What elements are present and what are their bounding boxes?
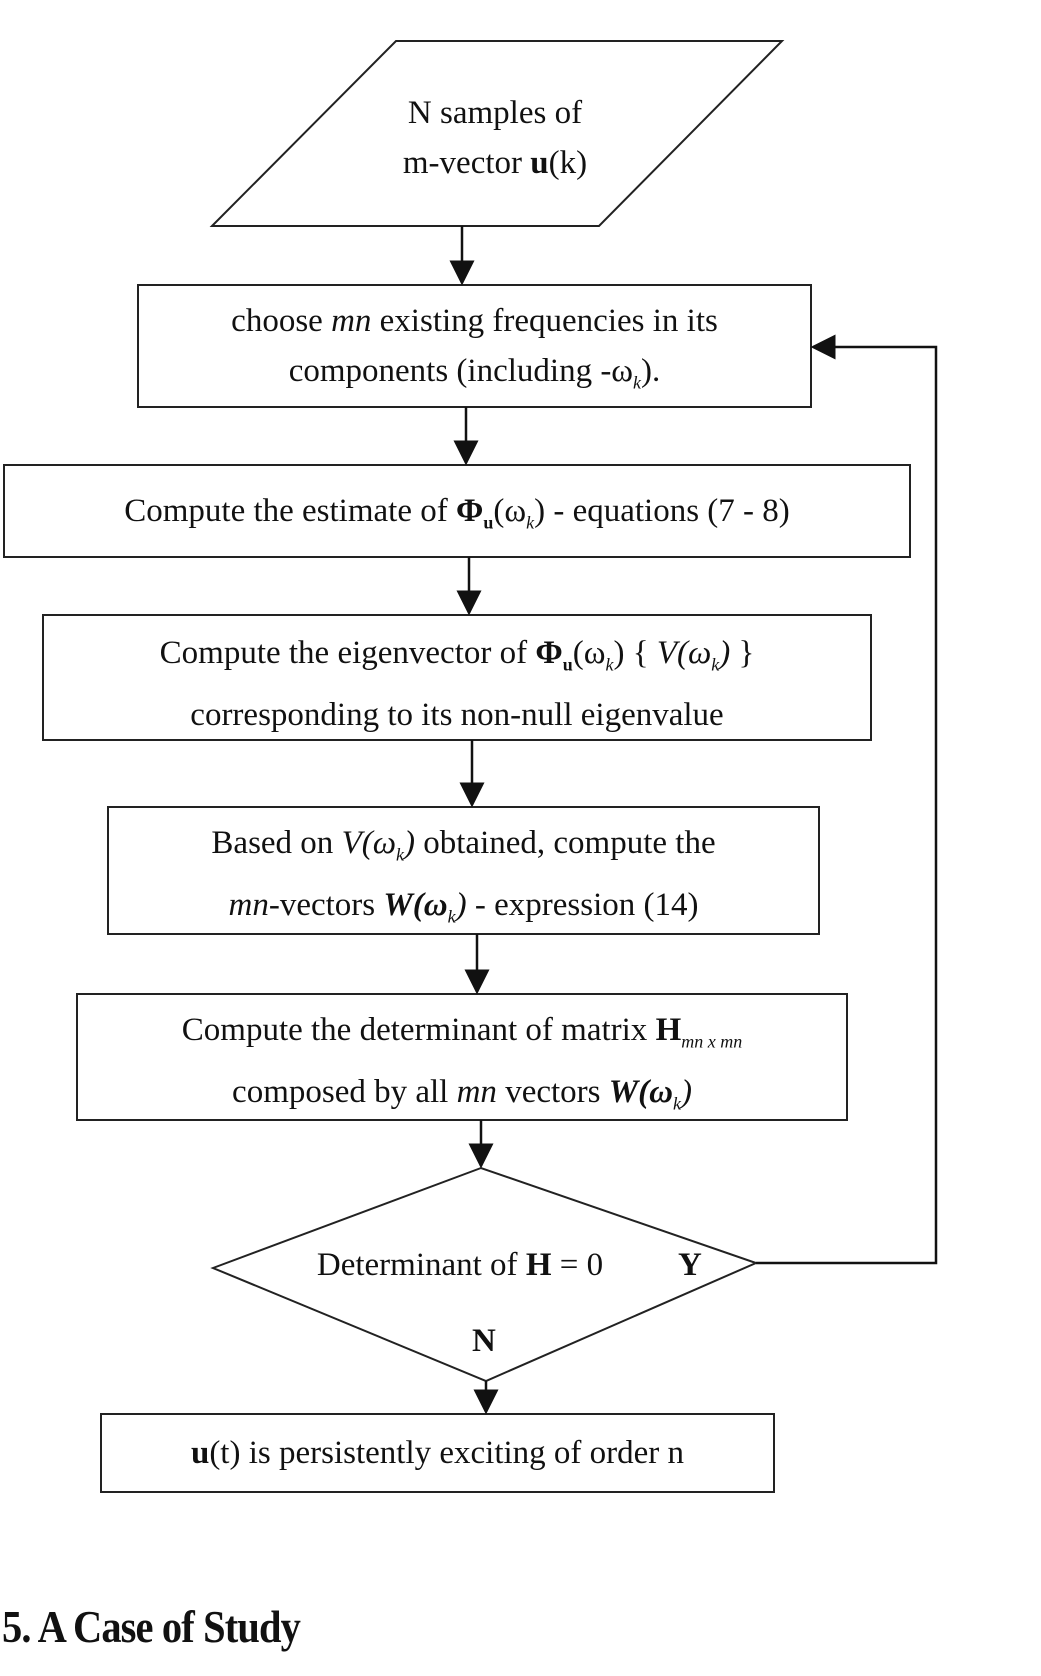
text: ) (404, 825, 416, 861)
text: Φ (455, 493, 484, 529)
step2-label: Compute the estimate of Φu(ωk) - equatio… (4, 486, 910, 548)
input-var: u (530, 145, 549, 181)
text: V(ω (341, 825, 397, 861)
text: mn x mn (681, 1031, 743, 1052)
text: Determinant of (316, 1247, 526, 1283)
text: components (including -ω (288, 353, 634, 389)
decision-yes-label: Y (678, 1247, 702, 1283)
text: k (672, 1093, 681, 1114)
text: u (483, 512, 494, 533)
text: -vectors (268, 886, 384, 923)
text: k (711, 654, 720, 675)
input-label: N samples of m-vector u(k) (340, 88, 650, 188)
input-line1: N samples of (407, 95, 583, 131)
step4-label: Based on V(ωk) obtained, compute the mn-… (108, 818, 819, 941)
text: ) - equations (7 - 8) (534, 493, 790, 529)
text: mn (228, 886, 269, 923)
text: H (525, 1247, 552, 1283)
text: ) (719, 635, 731, 671)
text: (ω (493, 493, 527, 529)
text: obtained, compute the (415, 825, 716, 861)
text: k (526, 512, 535, 533)
output-box (100, 1413, 775, 1493)
text: k (396, 844, 405, 865)
text: Φ (535, 635, 563, 671)
text: mn (331, 303, 372, 339)
input-text: (k) (548, 145, 588, 181)
text: existing frequencies in its (371, 303, 718, 339)
text: u (190, 1435, 210, 1471)
text: } (730, 635, 755, 671)
section-heading: 5. A Case of Study (2, 1601, 301, 1652)
text: mn (456, 1073, 497, 1110)
text: (t) is persistently exciting of order n (209, 1435, 685, 1471)
text: ). (641, 353, 661, 389)
text: Compute the determinant of matrix (181, 1012, 656, 1048)
text: W(ω (608, 1073, 673, 1110)
text: V(ω (656, 635, 712, 671)
step5-box (76, 993, 848, 1121)
text: ) (455, 886, 467, 923)
text: (ω (572, 635, 606, 671)
text: Based on (211, 825, 342, 861)
text: k (605, 654, 614, 675)
step1-label: choose mn existing frequencies in its co… (138, 296, 811, 408)
input-text: m-vector (402, 145, 531, 181)
step5-label: Compute the determinant of matrix Hmn x … (77, 1005, 847, 1128)
text: Compute the eigenvector of (159, 635, 536, 671)
text: H (655, 1012, 682, 1048)
loop-back-arrow (756, 334, 938, 1265)
text: = 0 (551, 1247, 604, 1283)
decision-label: Determinant of H = 0 (300, 1240, 620, 1290)
text: W(ω (383, 886, 448, 923)
input-parallelogram (209, 40, 785, 227)
text: k (447, 906, 456, 927)
text: choose (231, 303, 332, 339)
text: composed by all (232, 1073, 457, 1110)
text: u (562, 654, 573, 675)
text: ) { (613, 635, 657, 671)
text: vectors (496, 1073, 609, 1110)
text: ) (680, 1073, 692, 1110)
output-label: u(t) is persistently exciting of order n (101, 1428, 774, 1478)
text: Compute the estimate of (124, 493, 456, 529)
decision-no-label: N (472, 1323, 496, 1359)
text: corresponding to its non-null eigenvalue (190, 696, 724, 733)
text: k (633, 372, 642, 393)
step3-label: Compute the eigenvector of Φu(ωk) { V(ωk… (43, 628, 871, 740)
text: - expression (14) (466, 886, 699, 923)
